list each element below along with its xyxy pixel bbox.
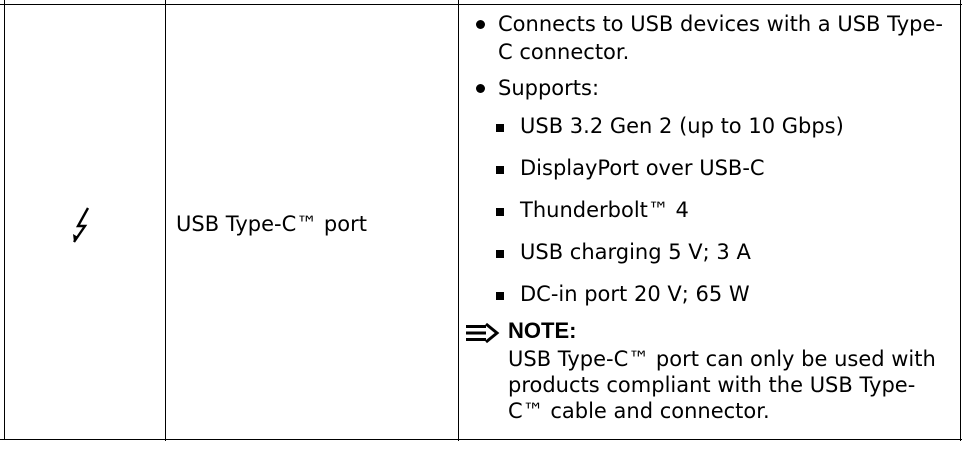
note-text: USB Type-C™ port can only be used with p… [508,347,936,423]
square-bullet-icon [496,292,504,300]
table-bottom-border [0,439,962,440]
bullet-text: Connects to USB devices with a USB Type-… [498,12,943,64]
supports-list: USB 3.2 Gen 2 (up to 10 Gbps) DisplayPor… [474,112,956,308]
port-name: USB Type-C™ port [176,212,367,236]
note-header: NOTE: [466,318,956,346]
table-top-border [0,4,962,5]
support-text: USB charging 5 V; 3 A [520,240,751,264]
table-left-border [4,0,5,440]
thunderbolt-icon [66,204,96,246]
list-item: DC-in port 20 V; 65 W [496,280,956,308]
column-divider-1 [165,0,166,441]
support-text: Thunderbolt™ 4 [520,198,689,222]
list-item: Connects to USB devices with a USB Type-… [474,10,956,66]
column-divider-2 [458,0,459,441]
bullet-text: Supports: [498,76,600,100]
table-right-border [960,0,961,441]
bullet-icon [476,20,485,29]
square-bullet-icon [496,250,504,258]
square-bullet-icon [496,166,504,174]
square-bullet-icon [496,208,504,216]
note-arrow-icon [466,322,500,344]
port-description: Connects to USB devices with a USB Type-… [466,10,956,424]
list-item: DisplayPort over USB-C [496,154,956,182]
support-text: USB 3.2 Gen 2 (up to 10 Gbps) [520,114,844,138]
support-text: DC-in port 20 V; 65 W [520,282,750,306]
list-item: Thunderbolt™ 4 [496,196,956,224]
square-bullet-icon [496,124,504,132]
support-text: DisplayPort over USB-C [520,156,765,180]
list-item: USB 3.2 Gen 2 (up to 10 Gbps) [496,112,956,140]
list-item: USB charging 5 V; 3 A [496,238,956,266]
bullet-icon [476,84,485,93]
note-label: NOTE: [508,318,577,343]
list-item: Supports: [474,74,956,102]
